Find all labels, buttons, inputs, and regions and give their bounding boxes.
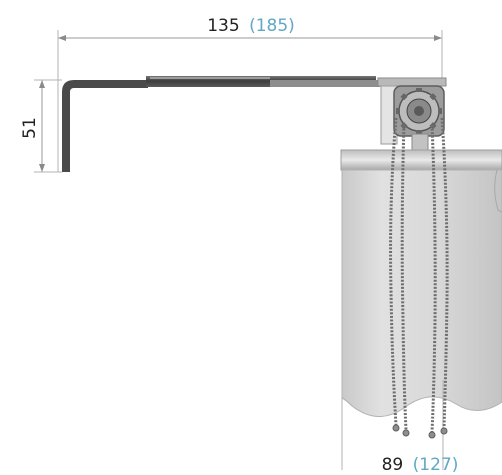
pull-chains <box>389 117 449 433</box>
wall-bracket <box>62 76 447 172</box>
fabric-right-edge <box>494 169 502 213</box>
chain-ends <box>392 424 448 439</box>
bracket-arm-extension <box>270 80 380 87</box>
bracket-arm-highlight <box>150 77 270 79</box>
bracket-arm <box>146 76 376 87</box>
roller-tube <box>340 149 502 171</box>
bottom-dimension-value: 89 <box>382 455 404 475</box>
blind-fabric-assembly <box>340 149 502 470</box>
left-dimension-arrow-top <box>39 80 45 88</box>
chain-loop-inner <box>400 124 408 431</box>
bottom-dimension-alt: (127) <box>413 455 459 475</box>
chain-loop-outer <box>389 117 398 426</box>
drive-wheel-hub <box>414 106 424 116</box>
drive-wheel-teeth <box>396 88 442 134</box>
top-dimension-value: 135 <box>207 16 239 36</box>
top-dimension-arrow-right <box>434 35 442 41</box>
top-dimension-arrow-left <box>58 35 66 41</box>
blind-fabric <box>341 169 502 417</box>
top-dimension-alt: (185) <box>249 16 295 36</box>
bracket-l-profile <box>62 80 148 172</box>
bottom-dimension-label: 89 (127) <box>382 455 459 475</box>
chain-loop-mid <box>430 124 437 433</box>
left-dimension-value: 51 <box>20 117 40 139</box>
top-dimension: 135 (185) <box>57 16 443 172</box>
top-dimension-label: 135 (185) <box>207 16 295 36</box>
left-dimension: 51 <box>20 79 62 173</box>
left-dimension-arrow-bottom <box>39 164 45 172</box>
bracket-plate-top <box>377 77 447 87</box>
chain-loop-right <box>440 117 449 429</box>
